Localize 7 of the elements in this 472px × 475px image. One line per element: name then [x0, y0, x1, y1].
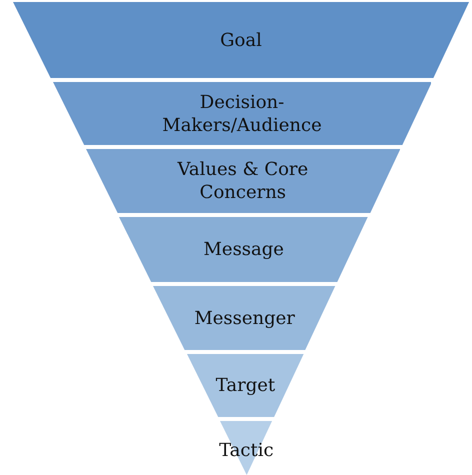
band-label: Target: [214, 374, 276, 397]
band-label: Values & Core Concerns: [176, 158, 310, 204]
band-label: Goal: [219, 28, 263, 52]
band-label: Decision-Makers/Audience: [161, 90, 323, 136]
band-label: Message: [202, 238, 285, 261]
band-label: Tactic: [218, 439, 275, 462]
band-label: Messenger: [193, 306, 296, 330]
